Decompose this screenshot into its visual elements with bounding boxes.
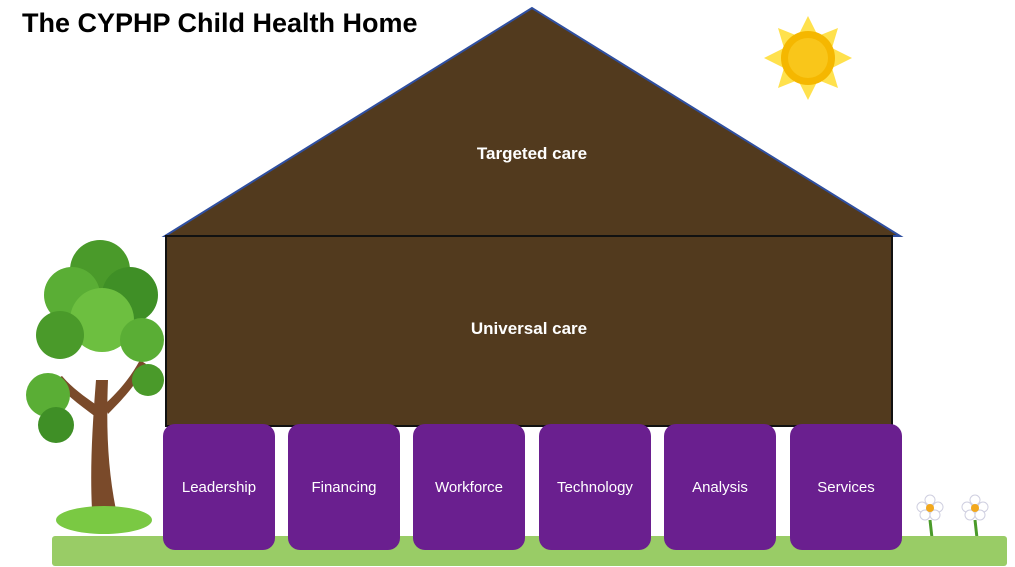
page-title: The CYPHP Child Health Home (22, 8, 418, 38)
tree-icon (26, 240, 164, 534)
sun-icon (764, 16, 852, 100)
pillar-leadership: Leadership (163, 424, 275, 550)
flower-icon (961, 494, 989, 539)
roof-label: Targeted care (476, 144, 588, 163)
flower-icon (916, 494, 944, 539)
pillar-services: Services (790, 424, 902, 550)
wall-label: Universal care (470, 319, 588, 338)
pillar-workforce: Workforce (413, 424, 525, 550)
house-wall: Universal care (165, 235, 893, 427)
pillar-financing: Financing (288, 424, 400, 550)
pillar-technology: Technology (539, 424, 651, 550)
pillar-analysis: Analysis (664, 424, 776, 550)
